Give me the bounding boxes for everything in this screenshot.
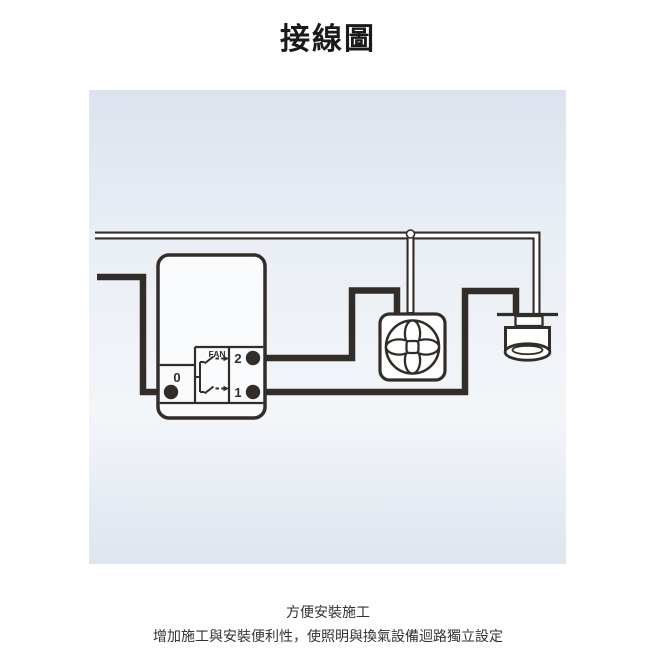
terminal-1-label: 1 [234, 385, 241, 400]
switch-arrow-bottom-head [223, 385, 229, 392]
wire-feed-to-terminal-0 [97, 273, 166, 396]
fan-switch-symbol [195, 355, 229, 395]
switch-plate [156, 253, 267, 420]
wiring-diagram-panel: 0 FAN 2 1 [89, 90, 566, 564]
terminal-0-label: 0 [173, 370, 180, 385]
fan-icon [378, 312, 447, 382]
page-title: 接線圖 [280, 23, 376, 56]
switch-lever-bottom [203, 385, 215, 395]
terminal-1-dot [245, 384, 261, 400]
switch-unit: 0 FAN 2 1 [156, 253, 267, 420]
wire-terminal-1-to-light [253, 287, 520, 396]
downlight-lens [511, 344, 544, 356]
wire-terminal-2-to-fan [253, 287, 401, 362]
terminal-2-dot [245, 350, 261, 366]
downlight-icon [497, 312, 558, 362]
fan-module-label: FAN [209, 349, 226, 359]
caption-line-1: 方便安裝施工 [286, 604, 370, 620]
power-bus-wire [95, 229, 541, 314]
junction-dot [405, 229, 416, 239]
caption: 方便安裝施工 增加施工與安裝便利性，使照明與換氣設備迴路獨立設定 [0, 600, 656, 648]
fan-hub [405, 339, 420, 355]
caption-line-2: 增加施工與安裝便利性，使照明與換氣設備迴路獨立設定 [153, 628, 503, 644]
switch-arrow-top-head [223, 355, 229, 362]
wiring-diagram: 0 FAN 2 1 [95, 229, 558, 420]
switch-lever-top [203, 355, 215, 365]
switch-bracket [195, 361, 205, 393]
terminal-0-dot [163, 384, 179, 400]
bus-wire-core [95, 233, 539, 313]
terminal-2-label: 2 [234, 351, 241, 366]
downlight-neck [514, 314, 544, 328]
